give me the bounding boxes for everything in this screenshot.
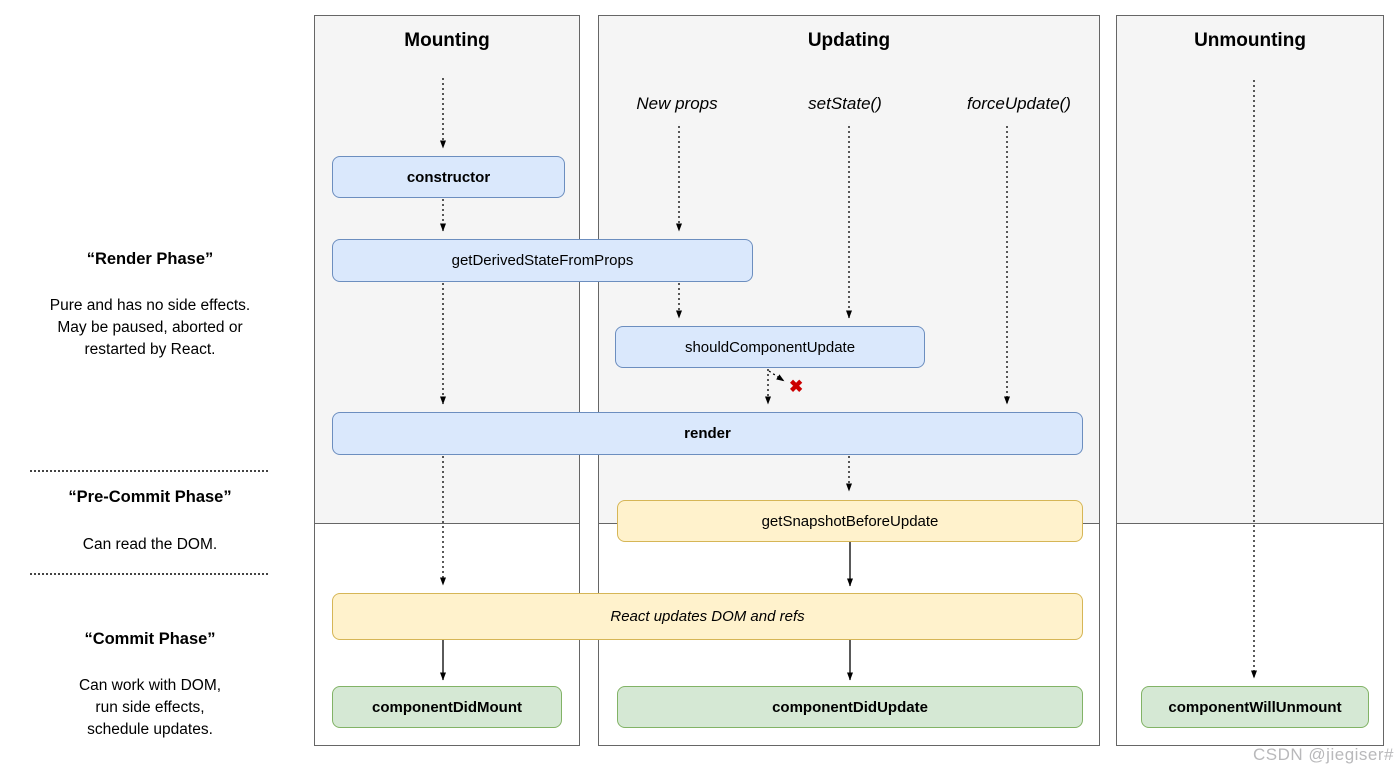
node-react-updates-dom: React updates DOM and refs [332, 593, 1083, 640]
column-mounting-title: Mounting [404, 30, 490, 51]
trigger-force-update: forceUpdate() [967, 94, 1071, 113]
trigger-new-props: New props [636, 94, 718, 113]
column-unmounting: Unmounting [1116, 15, 1384, 746]
commit-phase-description: Can work with DOM, run side effects, sch… [78, 677, 222, 738]
render-phase-title: “Render Phase” [86, 250, 214, 268]
pre-commit-phase-description: Can read the DOM. [82, 536, 218, 553]
phase-divider-bottom [30, 573, 268, 575]
node-render: render [332, 412, 1083, 455]
trigger-set-state: setState() [808, 94, 882, 113]
node-constructor: constructor [332, 156, 565, 198]
phase-annotations: “Render Phase” Pure and has no side effe… [16, 0, 284, 766]
column-updating-title: Updating [807, 30, 891, 51]
render-phase-description: Pure and has no side effects. May be pau… [49, 297, 251, 358]
column-unmounting-render-phase-region [1117, 16, 1383, 524]
column-unmounting-title: Unmounting [1194, 30, 1306, 51]
node-get-snapshot-before-update: getSnapshotBeforeUpdate [617, 500, 1083, 542]
watermark: CSDN @jiegiser# [1253, 745, 1394, 764]
pre-commit-phase-title: “Pre-Commit Phase” [68, 488, 232, 506]
reject-x-icon: ✖ [789, 377, 804, 396]
node-component-did-update: componentDidUpdate [617, 686, 1083, 728]
node-should-component-update: shouldComponentUpdate [615, 326, 925, 368]
phase-divider-top [30, 470, 268, 472]
node-component-did-mount: componentDidMount [332, 686, 562, 728]
commit-phase-title: “Commit Phase” [84, 630, 216, 648]
node-component-will-unmount: componentWillUnmount [1141, 686, 1369, 728]
node-get-derived-state-from-props: getDerivedStateFromProps [332, 239, 753, 282]
